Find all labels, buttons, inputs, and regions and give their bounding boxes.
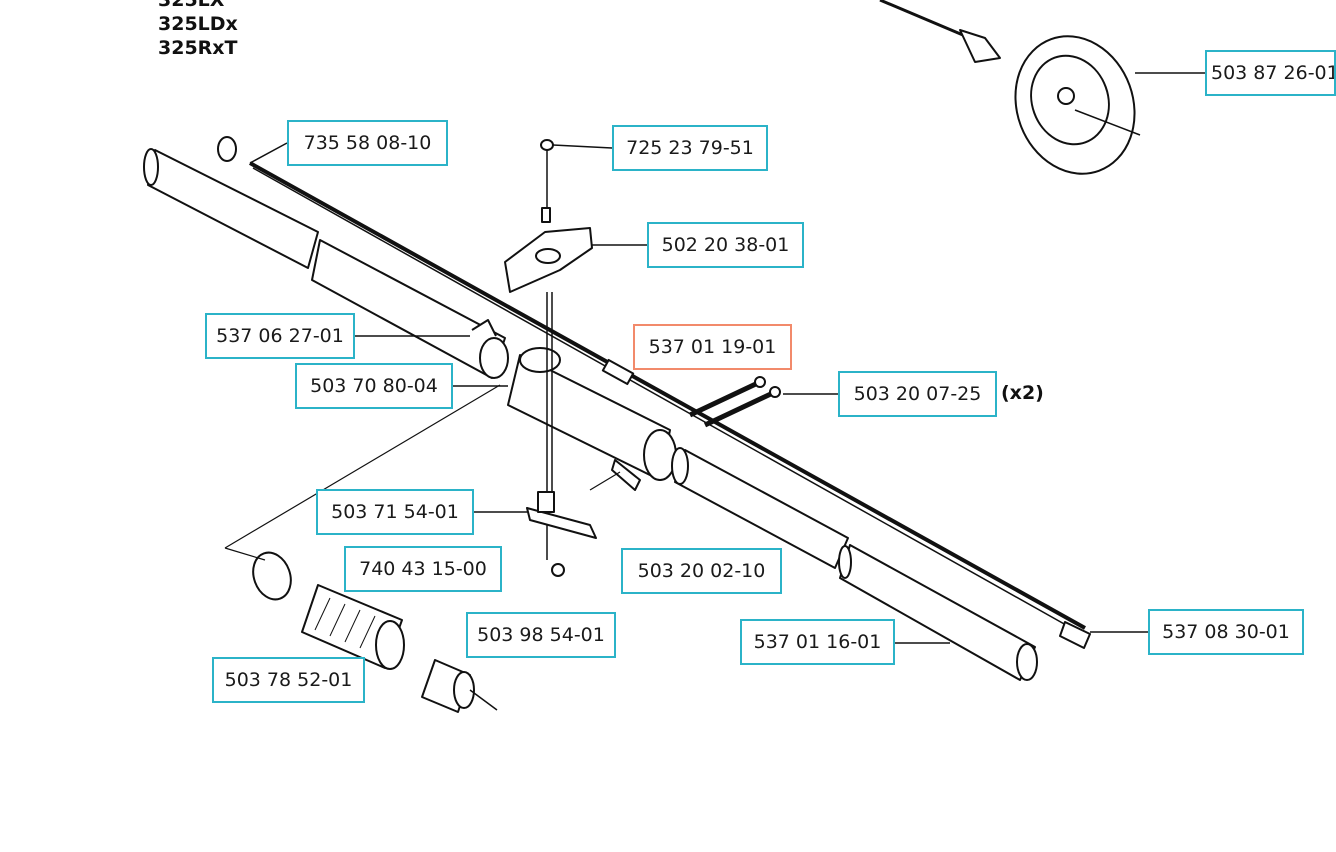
part-callout-503-78-52-01[interactable]: 503 78 52-01 bbox=[212, 657, 365, 703]
bearing-sleeve bbox=[301, 584, 405, 670]
o-ring bbox=[252, 551, 292, 601]
model-list: 325LX 325LDx 325RxT bbox=[158, 0, 238, 60]
model-name: 325RxT bbox=[158, 37, 238, 59]
model-name: 325LX bbox=[158, 0, 225, 11]
tube-middle bbox=[311, 239, 509, 379]
quantity-label: (x2) bbox=[1001, 382, 1044, 404]
leader-lines bbox=[249, 142, 1148, 644]
part-callout-503-98-54-01[interactable]: 503 98 54-01 bbox=[466, 612, 616, 658]
model-name: 325LDx bbox=[158, 13, 238, 35]
tube-upper-left bbox=[143, 148, 319, 269]
bracket bbox=[526, 491, 597, 577]
drive-shaft bbox=[249, 161, 1091, 649]
part-callout-537-01-16-01[interactable]: 537 01 16-01 bbox=[740, 619, 895, 665]
washer bbox=[217, 136, 237, 162]
part-callout-537-08-30-01[interactable]: 537 08 30-01 bbox=[1148, 609, 1304, 655]
part-callout-503-20-07-25[interactable]: 503 20 07-25 bbox=[838, 371, 997, 417]
part-callout-503-87-26-01[interactable]: 503 87 26-01 bbox=[1205, 50, 1336, 96]
screws bbox=[688, 376, 781, 428]
part-callout-503-71-54-01[interactable]: 503 71 54-01 bbox=[316, 489, 474, 535]
tube-lower-right bbox=[838, 544, 1038, 681]
part-callout-503-20-02-10[interactable]: 503 20 02-10 bbox=[621, 548, 782, 594]
assembly-lines bbox=[224, 384, 621, 561]
bushing bbox=[421, 659, 498, 713]
part-callout-503-70-80-04[interactable]: 503 70 80-04 bbox=[295, 363, 453, 409]
part-callout-537-06-27-01[interactable]: 537 06 27-01 bbox=[205, 313, 355, 359]
part-callout-735-58-08-10[interactable]: 735 58 08-10 bbox=[287, 120, 448, 166]
tube-lower-middle bbox=[671, 447, 849, 569]
part-callout-537-01-19-01[interactable]: 537 01 19-01 bbox=[633, 324, 792, 370]
handle-clamp bbox=[507, 347, 677, 491]
part-callout-502-20-38-01[interactable]: 502 20 38-01 bbox=[647, 222, 804, 268]
part-callout-725-23-79-51[interactable]: 725 23 79-51 bbox=[612, 125, 768, 171]
clutch-drum bbox=[879, 0, 1205, 175]
part-callout-740-43-15-00[interactable]: 740 43 15-00 bbox=[344, 546, 502, 592]
